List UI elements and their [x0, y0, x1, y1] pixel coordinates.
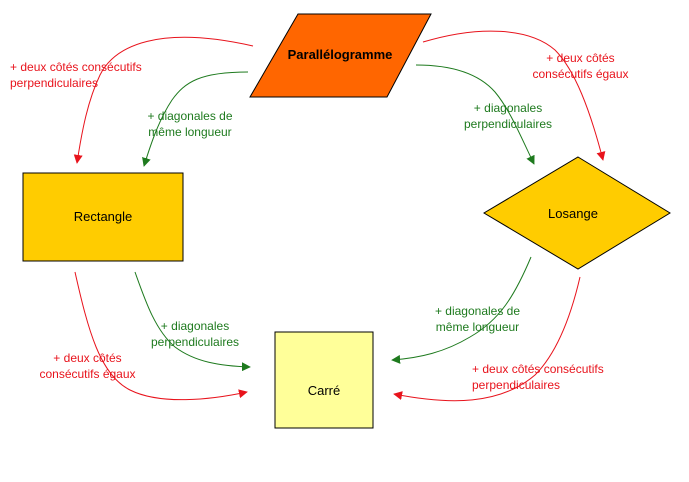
- arrow-los-carre-green: [391, 256, 532, 364]
- note-rect-carre-red: + deux côtés consécutifs égaux: [39, 351, 136, 381]
- parallelogram-shape: [249, 13, 432, 98]
- arrow-rect-carre-red: [74, 271, 248, 401]
- note-rect-carre-green: + diagonales perpendiculaires: [150, 319, 240, 349]
- rectangle-shape: [22, 172, 184, 262]
- note-para-rect-red: + deux côtés consécutifs perpendiculaire…: [10, 60, 142, 90]
- rectangle-label: Rectangle: [73, 208, 133, 224]
- note-los-carre-green: + diagonales de même longueur: [434, 304, 521, 334]
- carre-label: Carré: [307, 382, 341, 398]
- parallelogram-label: Parallélogramme: [287, 46, 393, 62]
- note-los-carre-red: + deux côtés consécutifs perpendiculaire…: [472, 362, 604, 392]
- note-para-los-green: + diagonales perpendiculaires: [463, 101, 553, 131]
- note-para-los-red: + deux côtés consécutifs égaux: [532, 51, 629, 81]
- note-para-rect-green: + diagonales de même longueur: [147, 109, 233, 139]
- arrow-para-rect-red: [73, 36, 254, 164]
- arrow-los-carre-red: [393, 276, 581, 402]
- arrow-rect-carre-green: [134, 271, 251, 372]
- carre-shape: [274, 331, 374, 429]
- arrow-para-los-red: [422, 30, 606, 161]
- losange-label: Losange: [548, 205, 598, 221]
- losange-shape: [483, 156, 671, 270]
- arrow-para-rect-green: [142, 71, 249, 167]
- arrow-para-los-green: [415, 64, 535, 165]
